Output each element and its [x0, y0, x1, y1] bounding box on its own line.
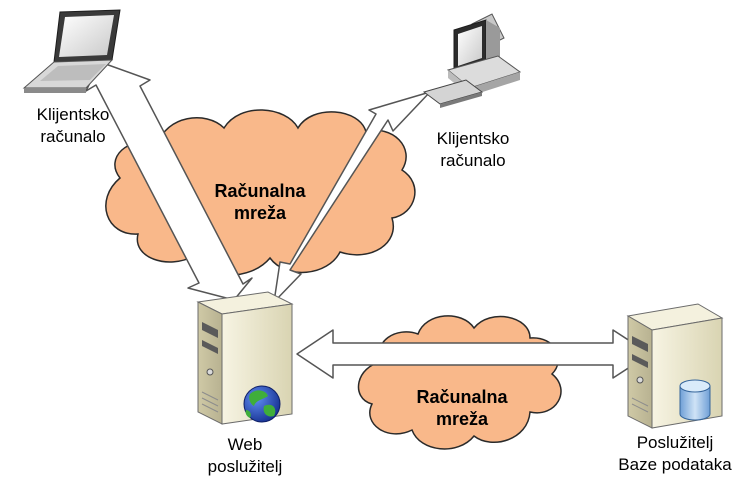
label-line: Poslužitelj [636, 433, 714, 452]
database-cylinder-icon [679, 379, 711, 421]
label-line: mreža [233, 203, 287, 223]
label-line: računalo [440, 151, 506, 170]
web-server-label: Web poslužitelj [190, 434, 300, 478]
label-line: Računalna [416, 387, 508, 407]
desktop-computer-icon [422, 13, 522, 108]
desktop-client-label: Klijentsko računalo [418, 128, 528, 172]
label-line: Web [227, 435, 263, 454]
label-line: Klijentsko [436, 129, 510, 148]
laptop-client-label: Klijentsko računalo [18, 104, 128, 148]
label-line: računalo [40, 127, 106, 146]
db-server-label: Poslužitelj Baze podataka [600, 432, 750, 476]
label-line: poslužitelj [207, 457, 283, 476]
network-top-label: Računalna mreža [190, 180, 330, 224]
laptop-icon [22, 9, 121, 93]
network-bottom-label: Računalna mreža [392, 386, 532, 430]
label-line: Baze podataka [618, 455, 732, 474]
label-line: mreža [435, 409, 489, 429]
label-line: Klijentsko [36, 105, 110, 124]
globe-icon [243, 385, 281, 423]
label-line: Računalna [214, 181, 306, 201]
